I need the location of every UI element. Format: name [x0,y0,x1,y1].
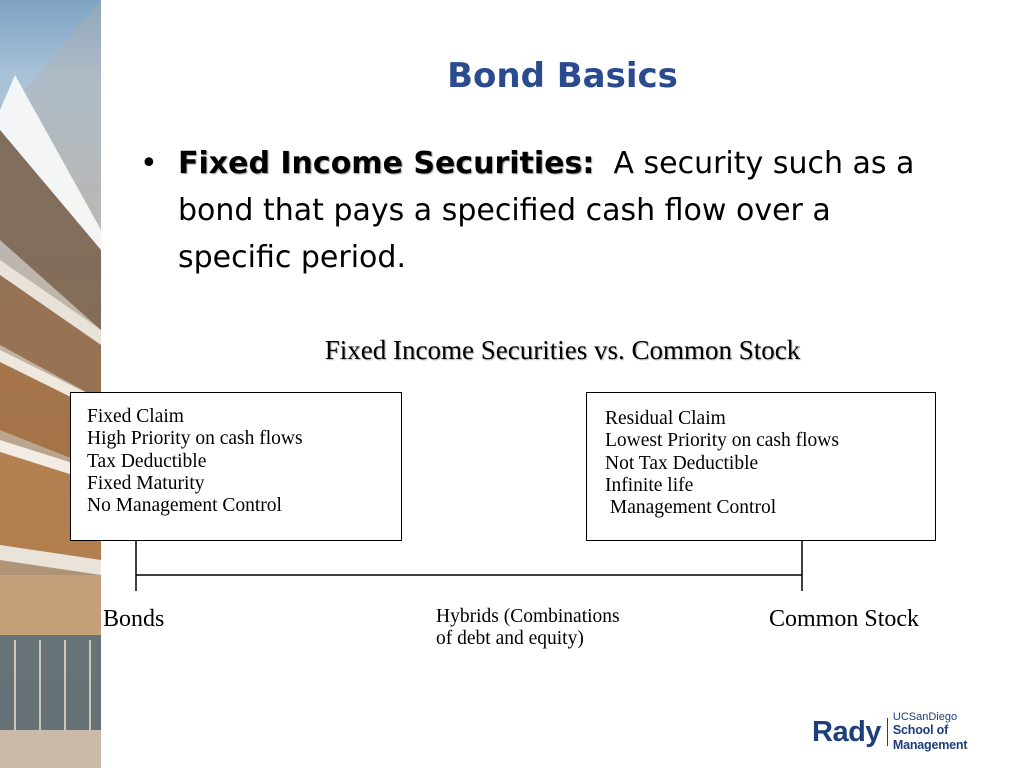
common-stock-label: Common Stock [769,606,920,632]
bonds-label: Bonds [103,606,165,632]
logo-wordmark: Rady [812,715,881,748]
stock-characteristics-box: Residual Claim Lowest Priority on cash f… [586,392,936,541]
bonds-trait: Fixed Maturity [87,472,205,494]
bullet-definition: A security such as a bond that pays a sp… [178,146,915,275]
hybrids-label-line: of debt and equity) [436,628,584,649]
rady-school-logo: Rady UCSanDiego School of Management [812,711,1024,752]
bullet-symbol: • [140,146,158,181]
bonds-trait: Fixed Claim [87,406,184,427]
hybrids-label: Hybrids (Combinations of debt and equity… [436,606,620,650]
bullet-text: Fixed Income Securities: A security such… [178,140,923,281]
logo-subtext: UCSanDiego School of Management [893,711,1024,753]
stock-trait: Management Control [605,497,777,519]
logo-university: UCSanDiego [892,711,958,723]
bonds-trait: Tax Deductible [87,450,207,472]
stock-trait: Lowest Priority on cash flows [605,430,839,452]
bonds-trait: No Management Control [87,495,282,517]
stock-trait: Infinite life [605,474,694,496]
slide-title: Bond Basics [447,56,678,96]
bonds-characteristics-box: Fixed Claim High Priority on cash flows … [70,392,402,541]
stock-trait: Not Tax Deductible [605,452,759,474]
comparison-heading: Fixed Income Securities vs. Common Stock [324,335,801,365]
bullet-term: Fixed Income Securities: [178,146,595,181]
bonds-trait: High Priority on cash flows [87,428,303,450]
stock-trait: Residual Claim [605,408,726,429]
hybrids-label-line: Hybrids (Combinations [436,606,620,627]
logo-divider [886,718,888,746]
logo-school-name: School of Management [892,723,968,752]
